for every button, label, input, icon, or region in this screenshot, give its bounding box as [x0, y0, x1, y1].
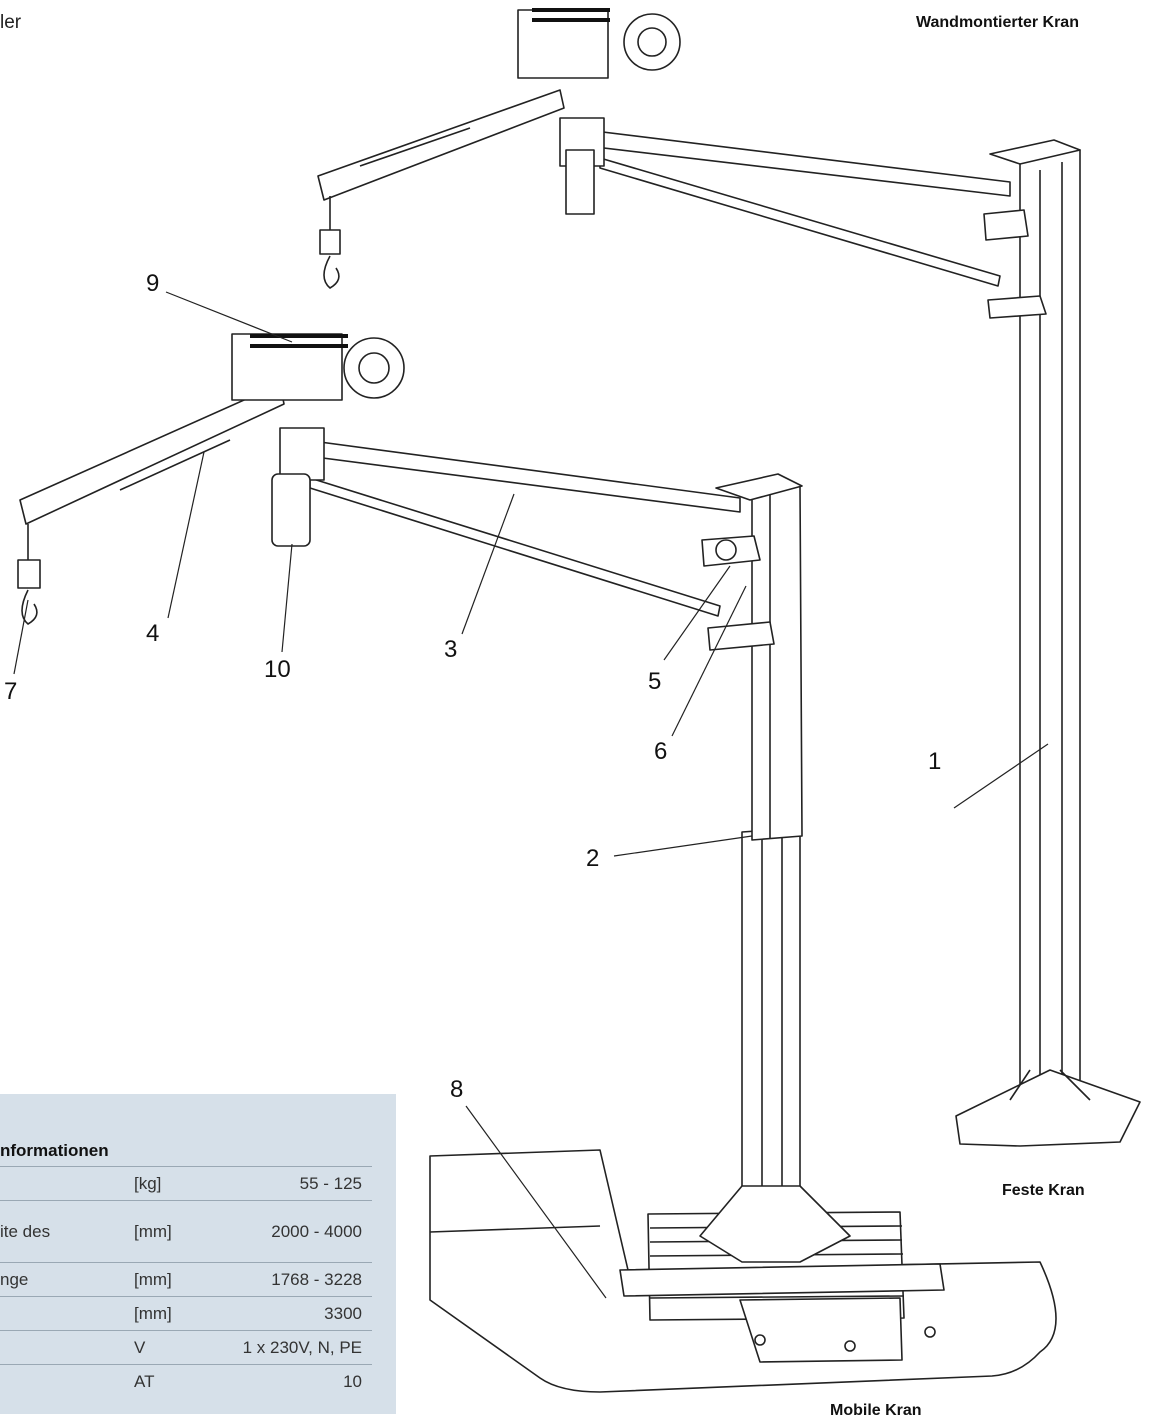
spec-unit: AT	[134, 1364, 224, 1399]
table-row: V 1 x 230V, N, PE	[0, 1330, 372, 1365]
callout-5: 5	[648, 668, 662, 695]
spec-value: 1 x 230V, N, PE	[224, 1330, 372, 1365]
caption-mobile-crane: Mobile Kran	[830, 1402, 922, 1419]
caption-wall-mounted-crane: Wandmontierter Kran	[916, 14, 1079, 31]
spec-value: 10	[224, 1364, 372, 1399]
spec-label	[0, 1330, 134, 1365]
table-row: ite des [mm] 2000 - 4000	[0, 1200, 372, 1263]
spec-unit: [kg]	[134, 1166, 224, 1201]
callout-4: 4	[146, 620, 160, 647]
spec-value: 3300	[224, 1296, 372, 1331]
table-row: [kg] 55 - 125	[0, 1166, 372, 1201]
table-row: nge [mm] 1768 - 3228	[0, 1262, 372, 1297]
table-row: AT 10	[0, 1364, 372, 1399]
spec-unit: [mm]	[134, 1200, 224, 1263]
caption-fixed-crane: Feste Kran	[1002, 1182, 1085, 1199]
spec-value: 1768 - 3228	[224, 1262, 372, 1297]
mobile-crane	[17, 333, 851, 1263]
callout-3: 3	[444, 636, 458, 663]
spec-label	[0, 1296, 134, 1331]
spec-table: [kg] 55 - 125 ite des [mm] 2000 - 4000 n…	[0, 1166, 372, 1399]
spec-label	[0, 1364, 134, 1399]
leader-lines	[13, 291, 1049, 1299]
callout-10: 10	[264, 656, 291, 683]
table-row: [mm] 3300	[0, 1296, 372, 1331]
spec-value: 55 - 125	[224, 1166, 372, 1201]
callout-1: 1	[928, 748, 942, 775]
callout-2: 2	[586, 845, 600, 872]
spec-label	[0, 1166, 134, 1201]
spec-panel: nformationen [kg] 55 - 125 ite des [mm] …	[0, 1094, 396, 1414]
spec-unit: V	[134, 1330, 224, 1365]
spec-unit: [mm]	[134, 1262, 224, 1297]
spec-label: ite des	[0, 1200, 134, 1263]
callout-7: 7	[4, 678, 18, 705]
spec-value: 2000 - 4000	[224, 1200, 372, 1263]
fixed-crane	[317, 8, 1141, 1147]
spec-unit: [mm]	[134, 1296, 224, 1331]
callout-9: 9	[146, 270, 160, 297]
callout-8: 8	[450, 1076, 464, 1103]
callout-6: 6	[654, 738, 668, 765]
spec-title: nformationen	[0, 1141, 109, 1160]
top-left-text: ler	[0, 12, 22, 33]
spec-label: nge	[0, 1262, 134, 1297]
